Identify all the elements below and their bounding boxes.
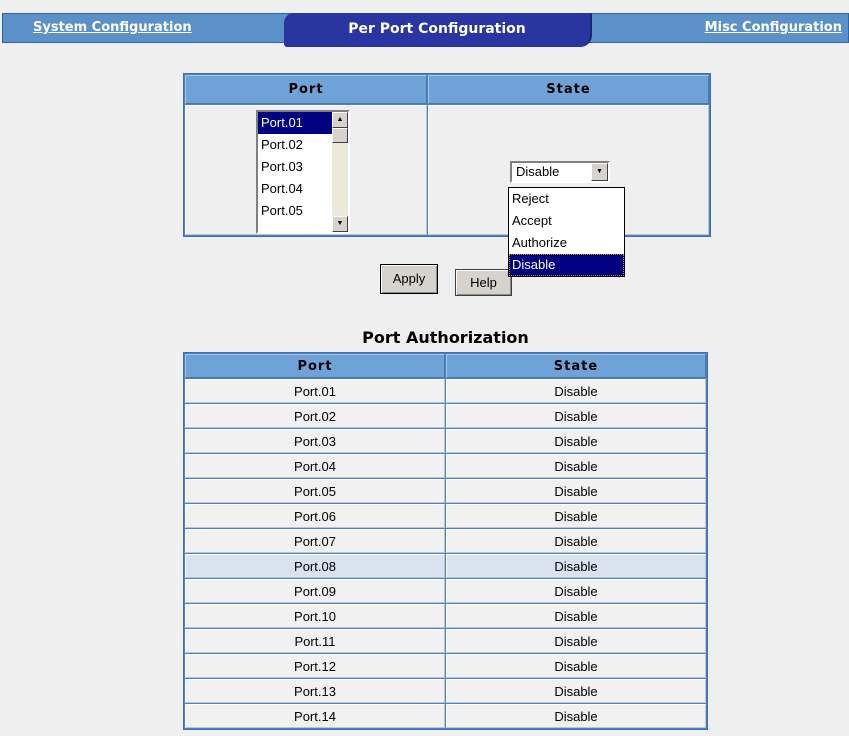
state-cell: Disable: [446, 479, 706, 503]
port-cell: Port.06: [185, 504, 445, 528]
port-option[interactable]: Port.03: [261, 159, 303, 174]
port-cell: Port.13: [185, 679, 445, 703]
config-port-header: Port: [185, 75, 427, 104]
state-select-value: Disable: [516, 164, 560, 179]
tab-per-port-configuration[interactable]: Per Port Configuration: [284, 13, 592, 47]
state-cell: Disable: [446, 529, 706, 553]
scroll-down-icon[interactable]: ▼: [332, 216, 348, 232]
config-state-header: State: [428, 75, 709, 104]
port-cell: Port.07: [185, 529, 445, 553]
state-cell: Disable: [446, 379, 706, 403]
state-cell: Disable: [446, 454, 706, 478]
state-cell: Disable: [446, 404, 706, 428]
port-cell: Port.04: [185, 454, 445, 478]
listbox-scrollbar[interactable]: ▲ ▼: [332, 112, 348, 232]
auth-state-header: State: [446, 354, 706, 378]
state-cell: Disable: [446, 604, 706, 628]
auth-port-header: Port: [185, 354, 445, 378]
apply-button[interactable]: Apply: [380, 264, 438, 294]
port-cell: Port.08: [185, 554, 445, 578]
state-select[interactable]: Disable ▼: [510, 161, 610, 183]
dropdown-arrow-icon[interactable]: ▼: [591, 163, 608, 181]
state-cell: Disable: [446, 504, 706, 528]
port-option[interactable]: Port.05: [261, 203, 303, 218]
port-cell: Port.10: [185, 604, 445, 628]
port-authorization-title: Port Authorization: [362, 328, 529, 347]
port-cell: Port.14: [185, 704, 445, 728]
state-cell: Disable: [446, 679, 706, 703]
port-option[interactable]: Port.02: [261, 137, 303, 152]
state-option[interactable]: Reject: [512, 191, 549, 206]
tab-bar: System Configuration Per Port Configurat…: [2, 13, 849, 47]
state-cell: Disable: [446, 429, 706, 453]
state-cell: Disable: [446, 554, 706, 578]
port-cell: Port.01: [185, 379, 445, 403]
state-cell: Disable: [446, 704, 706, 728]
port-cell: Port.05: [185, 479, 445, 503]
help-button[interactable]: Help: [455, 269, 512, 296]
state-option[interactable]: Authorize: [512, 235, 567, 250]
port-option[interactable]: Port.01: [258, 112, 332, 134]
scrollbar-thumb[interactable]: [332, 128, 348, 143]
port-cell: Port.11: [185, 629, 445, 653]
port-cell: Port.09: [185, 579, 445, 603]
port-cell: Port.03: [185, 429, 445, 453]
tab-system-configuration[interactable]: System Configuration: [33, 20, 192, 35]
tab-misc-configuration[interactable]: Misc Configuration: [704, 20, 842, 35]
state-cell: Disable: [446, 579, 706, 603]
state-option[interactable]: Accept: [512, 213, 552, 228]
state-cell: Disable: [446, 654, 706, 678]
state-option[interactable]: Disable: [509, 254, 624, 276]
port-cell: Port.12: [185, 654, 445, 678]
scroll-up-icon[interactable]: ▲: [332, 112, 348, 128]
port-option[interactable]: Port.04: [261, 181, 303, 196]
state-cell: Disable: [446, 629, 706, 653]
port-cell: Port.02: [185, 404, 445, 428]
